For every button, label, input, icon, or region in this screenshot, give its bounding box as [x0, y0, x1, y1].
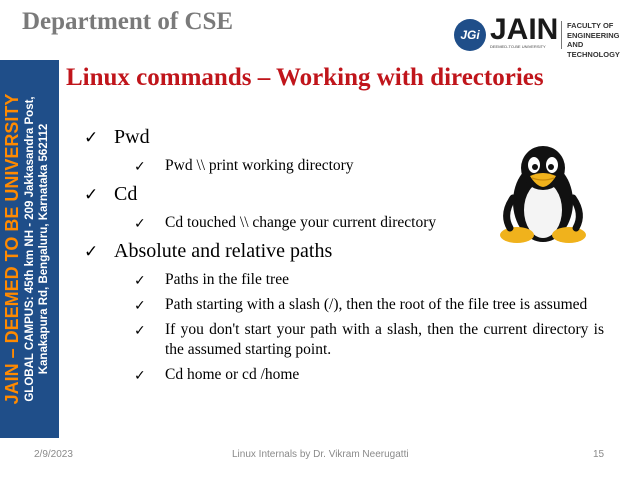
logo-tagline: DEEMED-TO-BE UNIVERSITY [490, 44, 546, 49]
faculty-line-2: ENGINEERING [567, 30, 620, 40]
sidebar-address-line-1: GLOBAL CAMPUS: 45th km NH - 209 Jakkasan… [24, 96, 36, 402]
logo-wordmark: JAIN [490, 13, 559, 46]
check-mark-icon: ✓ [134, 159, 146, 175]
footer-author: Linux Internals by Dr. Vikram Neerugatti [232, 449, 409, 460]
sub-bullet: ✓ If you don't start your path with a sl… [134, 320, 604, 360]
sub-bullet-text: Paths in the file tree [165, 271, 289, 288]
sidebar-address-line-2: Kanakapura Rd, Bengaluru, Karnataka 5621… [38, 123, 50, 375]
sub-bullet-text: Path starting with a slash (/), then the… [165, 296, 588, 313]
slide-title: Linux commands – Working with directorie… [66, 64, 544, 91]
sub-bullet: ✓ Cd home or cd /home [134, 365, 604, 385]
check-mark-icon: ✓ [84, 185, 99, 205]
bullet-text: Pwd [114, 126, 150, 148]
jain-logo: JGi JAIN DEEMED-TO-BE UNIVERSITY FACULTY… [438, 13, 638, 59]
check-mark-icon: ✓ [134, 216, 146, 232]
department-title: Department of CSE [22, 8, 234, 35]
sub-bullet: ✓ Pwd \\ print working directory [134, 156, 604, 176]
bullet-text: Absolute and relative paths [114, 240, 333, 262]
sub-bullet: ✓ Cd touched \\ change your current dire… [134, 213, 604, 233]
sidebar-university: JAIN – DEEMED TO BE UNIVERSITY [2, 93, 22, 405]
bullet-text: Cd [114, 183, 138, 205]
bullet-pwd: ✓ Pwd [84, 124, 604, 150]
check-mark-icon: ✓ [134, 273, 146, 289]
check-mark-icon: ✓ [134, 298, 146, 314]
sidebar-text: JAIN – DEEMED TO BE UNIVERSITY GLOBAL CA… [2, 69, 58, 429]
footer-date: 2/9/2023 [34, 449, 73, 460]
footer-page-number: 15 [593, 449, 605, 460]
check-mark-icon: ✓ [84, 128, 99, 148]
faculty-line-3: AND TECHNOLOGY [567, 40, 620, 59]
sub-bullet-text: Pwd \\ print working directory [165, 157, 354, 174]
sub-bullet: ✓ Path starting with a slash (/), then t… [134, 295, 604, 315]
logo-faculty: FACULTY OF ENGINEERING AND TECHNOLOGY [567, 21, 638, 59]
check-mark-icon: ✓ [84, 242, 99, 262]
sub-bullet: ✓ Paths in the file tree [134, 270, 604, 290]
bullet-cd: ✓ Cd [84, 181, 604, 207]
tux-penguin-icon [500, 146, 586, 243]
sub-bullet-text: Cd touched \\ change your current direct… [165, 214, 437, 231]
sidebar-band [0, 60, 59, 438]
faculty-line-1: FACULTY OF [567, 21, 614, 30]
logo-divider [561, 21, 562, 49]
check-mark-icon: ✓ [134, 368, 146, 384]
sub-bullet-text: If you don't start your path with a slas… [165, 321, 604, 358]
bullet-list: ✓ Pwd ✓ Pwd \\ print working directory ✓… [84, 124, 604, 390]
jgi-badge-icon: JGi [454, 19, 486, 51]
check-mark-icon: ✓ [134, 323, 146, 339]
bullet-paths: ✓ Absolute and relative paths [84, 238, 604, 264]
sub-bullet-text: Cd home or cd /home [165, 366, 300, 383]
